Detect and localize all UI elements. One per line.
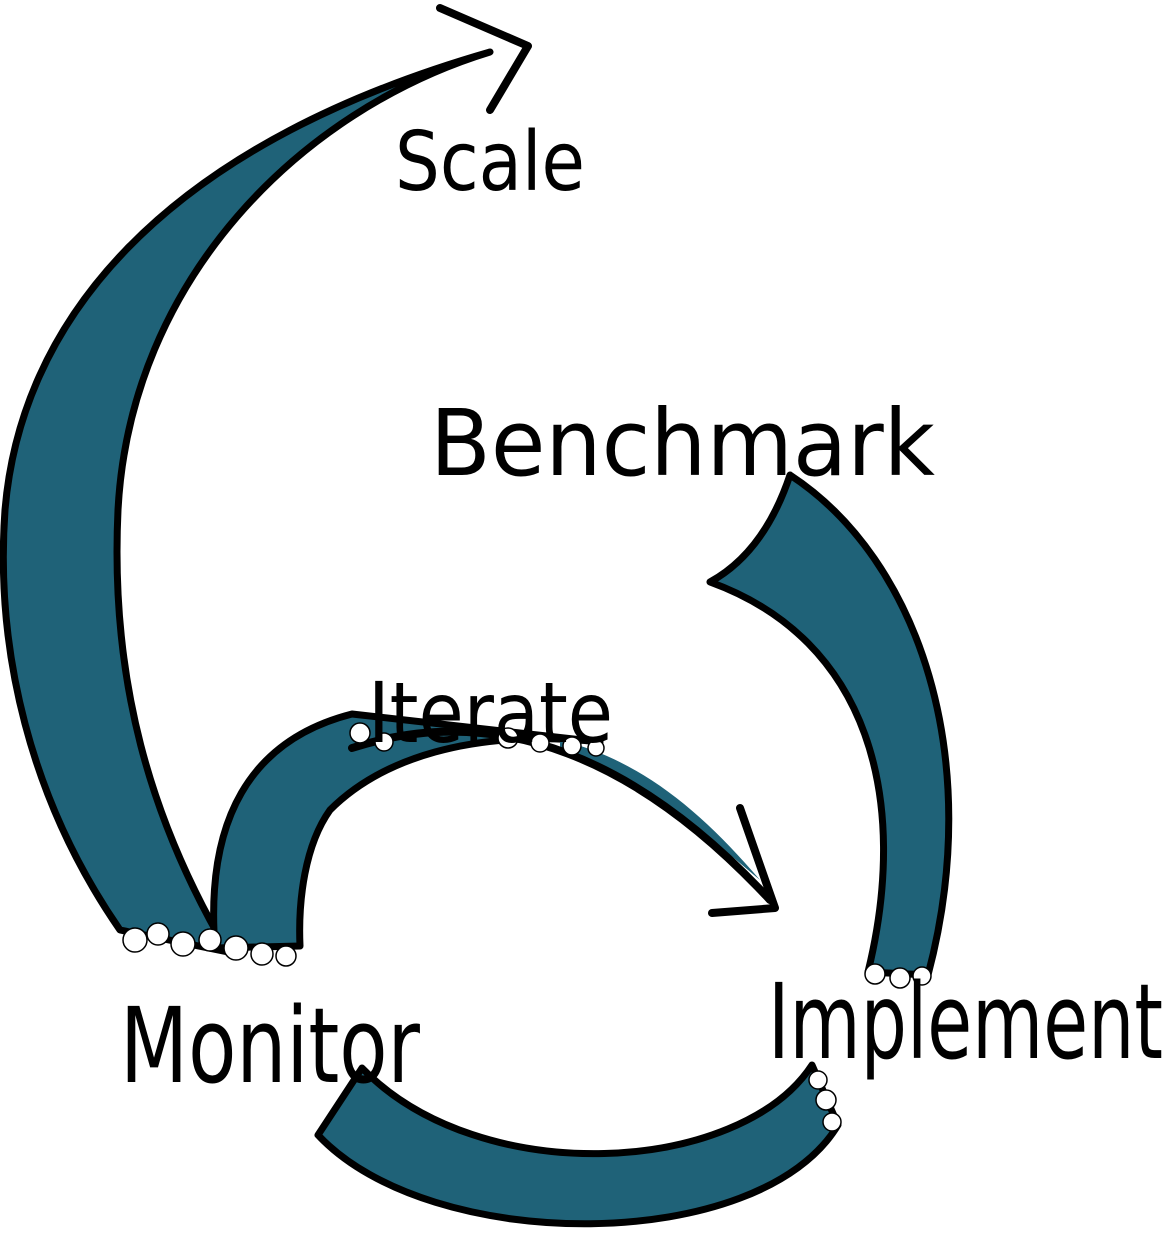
label-iterate: Iterate: [368, 664, 613, 762]
iterate-arc-band: [210, 710, 604, 952]
label-implement: Implement: [768, 961, 1163, 1083]
implement-arrowhead-icon: [708, 804, 779, 917]
label-scale: Scale: [395, 115, 585, 210]
label-monitor: Monitor: [120, 985, 420, 1107]
scale-arrowhead-icon: [436, 4, 532, 114]
foam-decoration: [122, 722, 932, 1132]
scale-arc-band: [0, 48, 494, 956]
label-benchmark: Benchmark: [430, 390, 936, 497]
benchmark-arc-band: [706, 471, 953, 979]
